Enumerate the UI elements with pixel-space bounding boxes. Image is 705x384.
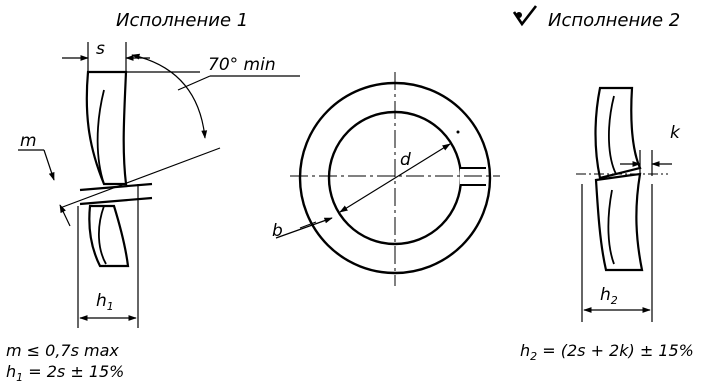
formula-m: m ≤ 0,7s max xyxy=(6,341,119,360)
formula-h2: h2 = (2s + 2k) ± 15% xyxy=(520,341,694,363)
label-d: d xyxy=(400,150,411,170)
surface-finish-icon xyxy=(512,5,538,27)
label-s: s xyxy=(96,39,105,59)
label-h2: h2 xyxy=(600,285,618,307)
variant1-title: Исполнение 1 xyxy=(116,10,248,31)
label-b: b xyxy=(272,221,283,241)
label-m: m xyxy=(20,131,37,151)
variant2-dimension-lines xyxy=(576,150,672,322)
formula-h1: h1 = 2s ± 15% xyxy=(6,362,124,384)
label-h1: h1 xyxy=(96,291,114,313)
variant1-dimension-lines xyxy=(18,42,300,328)
variant2-washer-side-view xyxy=(594,86,644,272)
variant1-washer-side-view xyxy=(79,70,153,268)
center-washer-plan-view xyxy=(275,72,500,286)
label-k: k xyxy=(670,123,681,143)
label-angle: 70° min xyxy=(208,55,276,75)
variant2-title: Исполнение 2 xyxy=(548,10,680,31)
